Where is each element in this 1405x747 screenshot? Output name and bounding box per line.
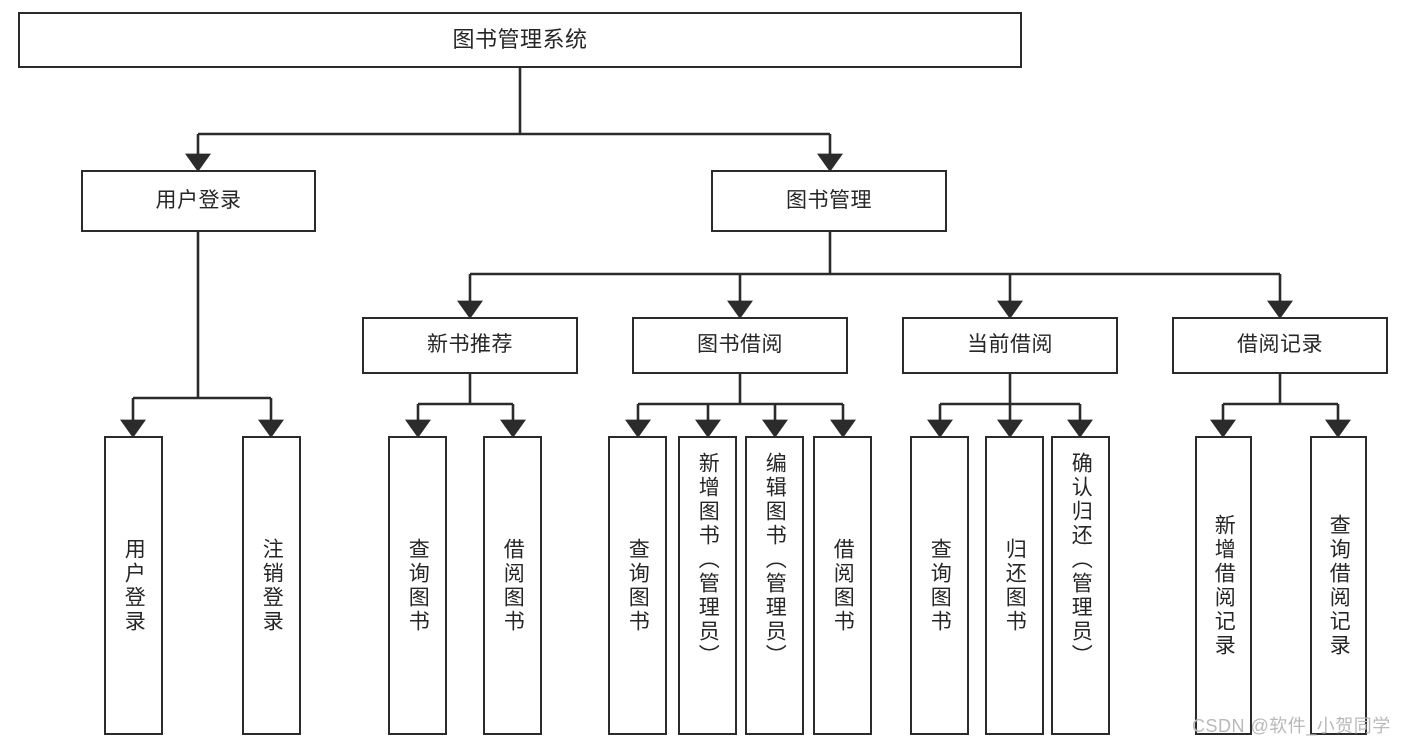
- leaf-user-login-logout[interactable]: 注销登录: [242, 436, 301, 735]
- node-label: 注销登录: [260, 537, 284, 634]
- node-label: 查询图书: [626, 537, 650, 634]
- leaf-book-borrow-edit-book-admin[interactable]: 编辑图书（管理员）: [745, 436, 804, 735]
- node-root-book-management-system[interactable]: 图书管理系统: [18, 12, 1022, 68]
- leaf-book-borrow-query-book[interactable]: 查询图书: [608, 436, 667, 735]
- node-label: 新书推荐: [427, 333, 513, 357]
- leaf-new-book-query-book[interactable]: 查询图书: [388, 436, 447, 735]
- node-label: 新增借阅记录: [1212, 513, 1236, 658]
- node-label: 新增图书（管理员）: [696, 452, 720, 668]
- node-label: 用户登录: [155, 188, 242, 212]
- node-label: 图书借阅: [697, 333, 783, 357]
- node-new-book-recommend[interactable]: 新书推荐: [362, 317, 578, 374]
- node-label: 借阅图书: [501, 537, 525, 634]
- node-user-login[interactable]: 用户登录: [81, 170, 316, 232]
- node-label: 当前借阅: [967, 333, 1053, 357]
- node-borrow-record[interactable]: 借阅记录: [1172, 317, 1388, 374]
- node-current-borrow[interactable]: 当前借阅: [902, 317, 1118, 374]
- node-label: 编辑图书（管理员）: [763, 452, 787, 668]
- leaf-user-login-login[interactable]: 用户登录: [104, 436, 163, 735]
- node-label: 借阅记录: [1237, 333, 1323, 357]
- node-label: 查询借阅记录: [1327, 513, 1351, 658]
- leaf-current-borrow-query-book[interactable]: 查询图书: [910, 436, 969, 735]
- node-book-borrow[interactable]: 图书借阅: [632, 317, 848, 374]
- leaf-borrow-record-add-record[interactable]: 新增借阅记录: [1195, 436, 1252, 735]
- node-label: 查询图书: [928, 537, 952, 634]
- leaf-new-book-borrow-book[interactable]: 借阅图书: [483, 436, 542, 735]
- node-label: 归还图书: [1003, 537, 1027, 634]
- csdn-watermark: CSDN @软件_小贺同学: [1192, 716, 1391, 736]
- leaf-borrow-record-query-record[interactable]: 查询借阅记录: [1310, 436, 1367, 735]
- leaf-book-borrow-borrow-book[interactable]: 借阅图书: [813, 436, 872, 735]
- node-label: 借阅图书: [831, 537, 855, 634]
- node-label: 图书管理系统: [452, 27, 588, 53]
- node-label: 确认归还（管理员）: [1069, 452, 1093, 668]
- leaf-book-borrow-add-book-admin[interactable]: 新增图书（管理员）: [678, 436, 737, 735]
- node-label: 查询图书: [406, 537, 430, 634]
- node-book-management[interactable]: 图书管理: [711, 170, 947, 232]
- leaf-current-borrow-confirm-return-admin[interactable]: 确认归还（管理员）: [1051, 436, 1110, 735]
- leaf-current-borrow-return-book[interactable]: 归还图书: [985, 436, 1044, 735]
- node-label: 图书管理: [786, 188, 872, 212]
- node-label: 用户登录: [122, 537, 146, 634]
